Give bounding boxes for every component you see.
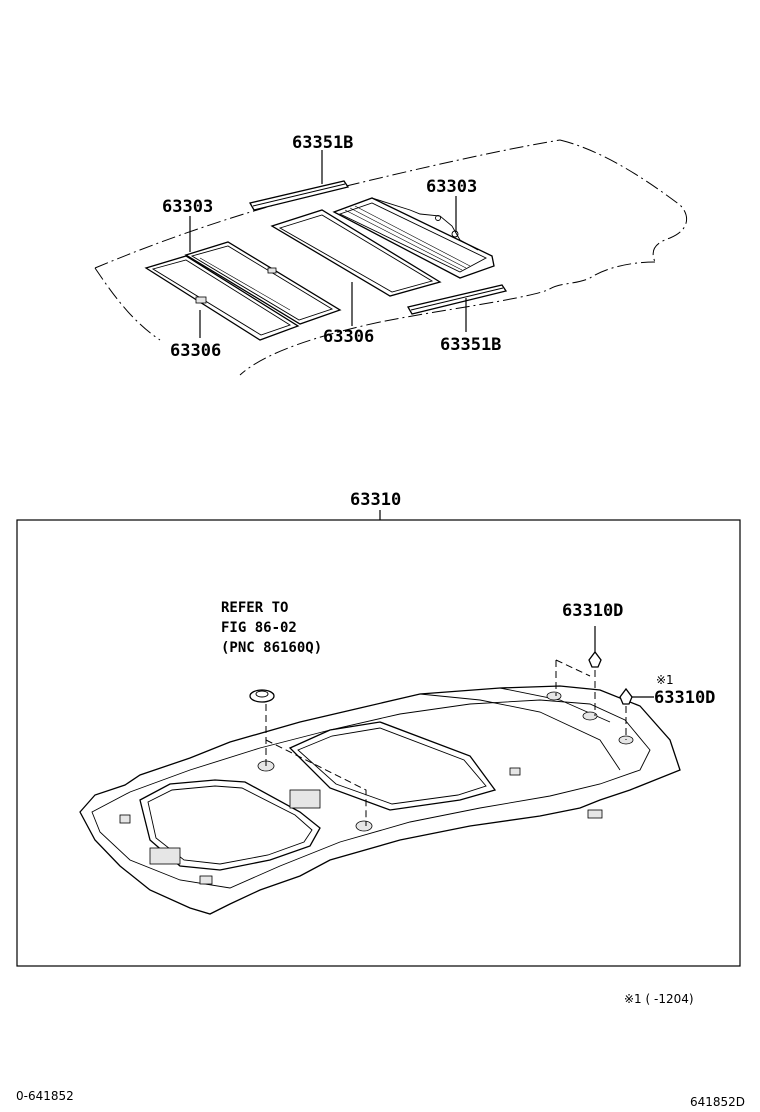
label-63306-center: 63306 [323,327,374,347]
headliner-body [79,685,681,915]
label-note-mark: ※1 [656,673,674,687]
bracket-left [184,241,342,325]
footnote-range: ※1 ( -1204) [624,992,694,1006]
label-63303-right: 63303 [426,177,477,197]
bracket-right [332,197,495,279]
clip-side [619,687,654,740]
label-63351B-bottom: 63351B [440,335,501,355]
label-63351B-top: 63351B [292,133,353,153]
refer-note: REFER TO FIG 86-02 (PNC 86160Q) [221,600,322,656]
headliner-frame [16,519,741,967]
leader-lines-upper [189,150,467,338]
roof-strip-upper [249,180,350,211]
panel-center [270,209,442,297]
label-63303-left: 63303 [162,197,213,217]
footer-left-code: 0-641852 [16,1089,74,1103]
refer-note-line2: FIG 86-02 [221,620,297,636]
clip-top [555,626,602,716]
roof-strip-lower [407,284,508,315]
refer-note-line1: REFER TO [221,600,288,616]
label-63310D-top: 63310D [562,601,623,621]
label-63306-left: 63306 [170,341,221,361]
footer-right-code: 641852D [690,1095,745,1109]
label-63310: 63310 [350,490,401,510]
refer-clip [249,689,367,826]
panel-left [144,255,300,341]
label-63310D-side: 63310D [654,688,715,708]
refer-note-line3: (PNC 86160Q) [221,640,322,656]
